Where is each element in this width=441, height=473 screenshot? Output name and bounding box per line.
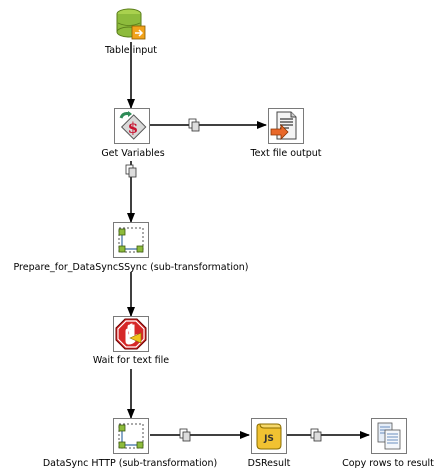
svg-text:JS: JS bbox=[263, 434, 274, 444]
step-label-get-variables: Get Variables bbox=[101, 148, 165, 159]
step-wait-for-text-file[interactable] bbox=[113, 316, 149, 352]
step-table-input[interactable] bbox=[114, 6, 148, 42]
dollar-variable-icon: $ bbox=[119, 111, 147, 140]
step-dsresult[interactable]: JS bbox=[251, 418, 287, 454]
step-datasync-http[interactable] bbox=[113, 418, 149, 454]
step-copy-rows-to-result[interactable] bbox=[371, 418, 407, 454]
copy-rows-hop-icon bbox=[310, 428, 322, 442]
copy-rows-hop-icon bbox=[179, 428, 191, 442]
step-get-variables[interactable]: $ bbox=[114, 108, 150, 144]
step-label-prepare-for-datasync: Prepare_for_DataSyncSSync (sub-transform… bbox=[13, 262, 249, 273]
step-label-text-file-output: Text file output bbox=[250, 148, 322, 159]
copy-rows-hop-icon bbox=[125, 164, 137, 178]
copy-rows-icon bbox=[377, 422, 401, 450]
step-prepare-for-datasync[interactable] bbox=[113, 222, 149, 258]
step-text-file-output[interactable] bbox=[268, 108, 304, 144]
database-cylinder-icon bbox=[116, 8, 146, 40]
svg-text:$: $ bbox=[128, 119, 138, 137]
step-label-table-input: Table input bbox=[104, 45, 158, 56]
javascript-scroll-icon: JS bbox=[256, 423, 282, 450]
sub-transformation-icon bbox=[118, 227, 144, 253]
copy-rows-hop-icon bbox=[188, 118, 200, 132]
text-file-output-icon bbox=[270, 111, 297, 140]
step-label-copy-rows-to-result: Copy rows to result bbox=[342, 458, 434, 469]
step-label-dsresult: DSResult bbox=[247, 458, 291, 469]
sub-transformation-icon bbox=[118, 423, 144, 449]
stop-hand-icon bbox=[115, 318, 147, 350]
step-label-datasync-http: DataSync HTTP (sub-transformation) bbox=[42, 458, 218, 469]
step-label-wait-for-text-file: Wait for text file bbox=[92, 355, 170, 366]
